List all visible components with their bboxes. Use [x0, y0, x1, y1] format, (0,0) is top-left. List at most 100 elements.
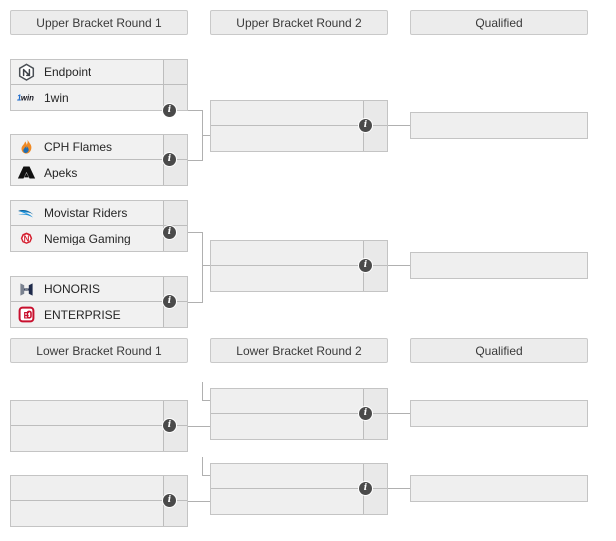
- match-info-icon[interactable]: i: [163, 419, 176, 432]
- svg-text:E: E: [23, 310, 29, 320]
- match-slot-team[interactable]: [211, 126, 387, 151]
- match-info-icon[interactable]: i: [163, 494, 176, 507]
- match-lb-qualified-2[interactable]: [410, 475, 588, 502]
- match-slot-team[interactable]: E ENTERPRISE: [11, 302, 187, 327]
- team-name: CPH Flames: [44, 141, 113, 153]
- match-slot-team[interactable]: [11, 501, 187, 526]
- info-icon-glyph: i: [363, 408, 368, 418]
- match-ub-qualified-1[interactable]: [410, 112, 588, 139]
- round-header-upper-bracket-round-1[interactable]: Upper Bracket Round 1: [10, 10, 188, 35]
- connector-line: [188, 302, 202, 303]
- match-slot-team[interactable]: [411, 253, 587, 278]
- movistar-riders-logo: [17, 204, 36, 223]
- info-icon-glyph: i: [363, 120, 368, 130]
- match-slot-team[interactable]: [211, 489, 387, 514]
- match-slot-team[interactable]: N Nemiga Gaming: [11, 226, 187, 251]
- info-icon-glyph: i: [167, 495, 172, 505]
- match-slot-team[interactable]: [211, 414, 387, 439]
- match-slot-team[interactable]: [411, 476, 587, 501]
- nemiga-gaming-logo: N: [17, 229, 36, 248]
- match-slot-team[interactable]: [411, 401, 587, 426]
- round-header-label: Lower Bracket Round 2: [236, 343, 362, 358]
- match-info-icon[interactable]: i: [359, 407, 372, 420]
- match-slot-team[interactable]: [411, 113, 587, 138]
- round-header-lower-bracket-round-1[interactable]: Lower Bracket Round 1: [10, 338, 188, 363]
- info-icon-glyph: i: [167, 420, 172, 430]
- team-name: HONORIS: [44, 283, 101, 295]
- match-ub-r1-m4[interactable]: HONORIS E ENTERPRISE: [10, 276, 188, 328]
- match-ub-r1-m2[interactable]: CPH Flames Apeks: [10, 134, 188, 186]
- honoris-logo: [17, 280, 36, 299]
- enterprise-logo: E: [17, 305, 36, 324]
- connector-line: [202, 475, 210, 476]
- connector-line: [188, 160, 202, 161]
- info-icon-glyph: i: [167, 227, 172, 237]
- match-info-icon[interactable]: i: [359, 259, 372, 272]
- match-ub-r2-m1[interactable]: [210, 100, 388, 152]
- match-lb-qualified-1[interactable]: [410, 400, 588, 427]
- match-ub-r2-m2[interactable]: [210, 240, 388, 292]
- svg-text:win: win: [21, 93, 34, 102]
- match-slot-team[interactable]: [211, 241, 387, 266]
- match-lb-r1-m1[interactable]: [10, 400, 188, 452]
- match-slot-team[interactable]: [211, 101, 387, 126]
- connector-line: [202, 135, 210, 136]
- connector-line: [388, 488, 410, 489]
- match-info-icon[interactable]: i: [359, 119, 372, 132]
- connector-line: [188, 110, 202, 111]
- round-header-upper-bracket-qualified[interactable]: Qualified: [410, 10, 588, 35]
- round-header-label: Qualified: [475, 343, 523, 358]
- round-header-label: Lower Bracket Round 1: [36, 343, 162, 358]
- score-column: [563, 476, 587, 501]
- info-icon-glyph: i: [167, 296, 172, 306]
- connector-line: [388, 413, 410, 414]
- match-lb-r2-m1[interactable]: [210, 388, 388, 440]
- match-info-icon[interactable]: i: [163, 153, 176, 166]
- score-column: [163, 60, 187, 84]
- round-header-lower-bracket-round-2[interactable]: Lower Bracket Round 2: [210, 338, 388, 363]
- match-info-icon[interactable]: i: [163, 226, 176, 239]
- round-header-upper-bracket-round-2[interactable]: Upper Bracket Round 2: [210, 10, 388, 35]
- match-slot-team[interactable]: [11, 401, 187, 426]
- match-slot-team[interactable]: [211, 464, 387, 489]
- score-column: [363, 101, 387, 125]
- score-column: [563, 253, 587, 278]
- match-slot-team[interactable]: 1 win 1win: [11, 85, 187, 110]
- round-header-lower-bracket-qualified[interactable]: Qualified: [410, 338, 588, 363]
- info-icon-glyph: i: [363, 483, 368, 493]
- match-lb-r2-m2[interactable]: [210, 463, 388, 515]
- connector-line: [202, 400, 210, 401]
- connector-line: [202, 232, 203, 303]
- connector-line: [202, 457, 203, 476]
- match-slot-team[interactable]: Apeks: [11, 160, 187, 185]
- 1win-logo: 1 win: [17, 88, 36, 107]
- apeks-logo: [17, 163, 36, 182]
- match-info-icon[interactable]: i: [359, 482, 372, 495]
- endpoint-logo: [17, 63, 36, 82]
- connector-line: [388, 265, 410, 266]
- team-name: ENTERPRISE: [44, 308, 121, 321]
- info-icon-glyph: i: [363, 260, 368, 270]
- match-slot-team[interactable]: [211, 389, 387, 414]
- svg-text:1: 1: [17, 93, 21, 102]
- match-slot-team[interactable]: Endpoint: [11, 60, 187, 85]
- match-slot-team[interactable]: [11, 426, 187, 451]
- connector-line: [202, 265, 210, 266]
- match-slot-team[interactable]: Movistar Riders: [11, 201, 187, 226]
- match-ub-qualified-2[interactable]: [410, 252, 588, 279]
- match-ub-r1-m3[interactable]: Movistar Riders N Nemiga Gaming: [10, 200, 188, 252]
- match-slot-team[interactable]: [11, 476, 187, 501]
- team-name: Endpoint: [44, 66, 92, 78]
- match-slot-team[interactable]: [211, 266, 387, 291]
- match-slot-team[interactable]: CPH Flames: [11, 135, 187, 160]
- score-column: [563, 113, 587, 138]
- match-info-icon[interactable]: i: [163, 104, 176, 117]
- match-slot-team[interactable]: HONORIS: [11, 277, 187, 302]
- match-info-icon[interactable]: i: [163, 295, 176, 308]
- match-lb-r1-m2[interactable]: [10, 475, 188, 527]
- connector-line: [188, 501, 210, 502]
- match-ub-r1-m1[interactable]: Endpoint 1 win 1win: [10, 59, 188, 111]
- round-header-label: Upper Bracket Round 2: [236, 15, 362, 30]
- round-header-label: Upper Bracket Round 1: [36, 15, 162, 30]
